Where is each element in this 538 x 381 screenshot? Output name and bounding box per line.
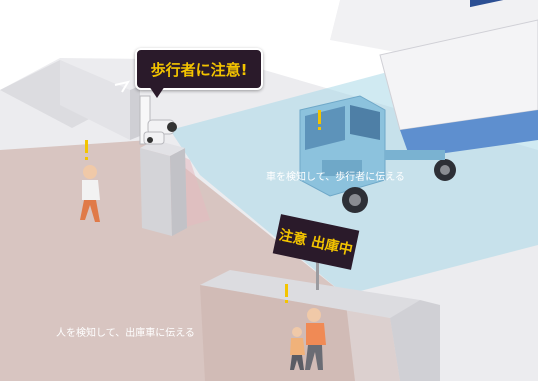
exclamation-icon [85, 140, 88, 160]
exit-warning-text: 注意 出庫中 [277, 227, 355, 259]
pillar-side [170, 148, 187, 236]
front-curb-face [390, 300, 440, 381]
bubble-tail [149, 86, 165, 98]
signal-hint [114, 80, 131, 93]
billboard-side [130, 86, 140, 140]
vehicle-detect-caption: 車を検知して、歩行者に伝える [266, 172, 405, 183]
pillar-front [140, 148, 172, 236]
exclamation-icon [318, 110, 321, 130]
pedestrian-figure [80, 165, 100, 222]
front-curb-top [200, 270, 420, 318]
pedestrian-alert-text: 歩行者に注意! [150, 60, 248, 79]
exclamation-icon [285, 284, 288, 303]
truck [299, 0, 538, 213]
billboard [60, 60, 130, 140]
person-detect-caption: 人を検知して、出庫車に伝える [56, 328, 195, 339]
camera-icon [139, 95, 177, 145]
pedestrian-alert-bubble: 歩行者に注意! [135, 48, 263, 98]
family-figures [290, 308, 326, 370]
